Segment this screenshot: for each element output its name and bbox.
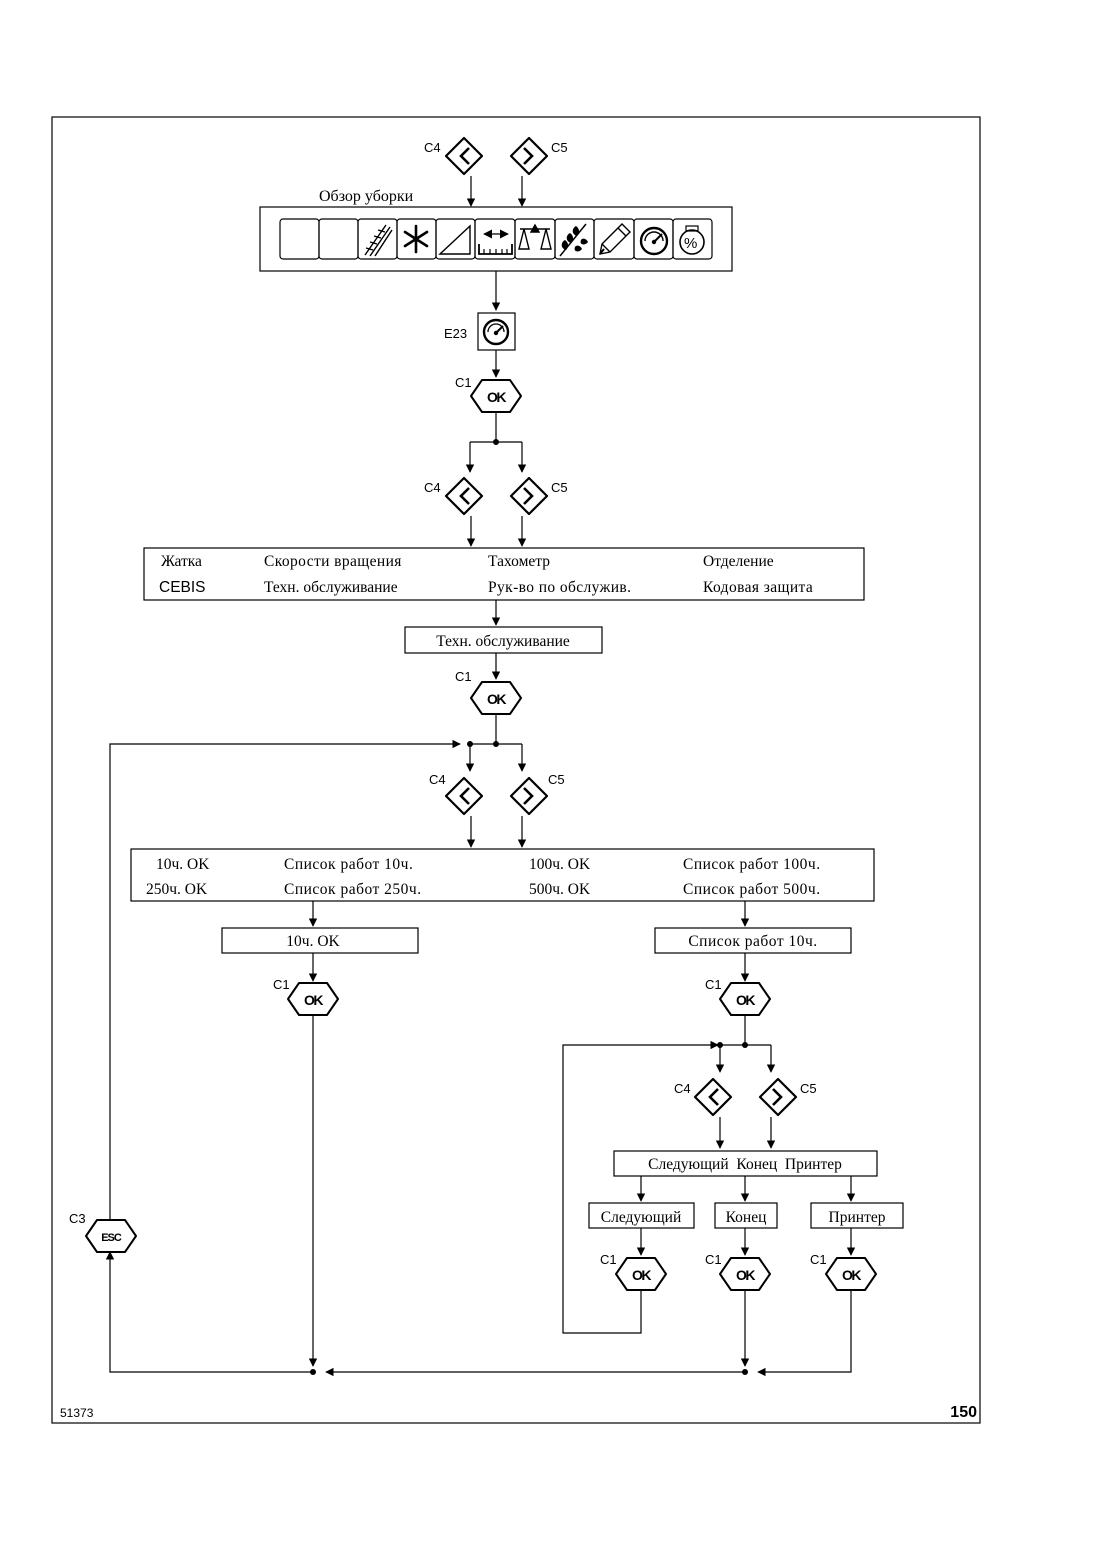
key-code-c1-left: C1: [273, 977, 290, 992]
selected-list-10h-box: [654, 927, 852, 954]
menu-item-tachometer: Тахометр: [488, 553, 550, 570]
ok-key-right: OK: [719, 982, 771, 1016]
key-code-c1-2: C1: [455, 669, 472, 684]
selected-10h-ok-label: 10ч. OK: [286, 933, 340, 950]
maint-250h-ok: 250ч. OK: [146, 881, 208, 898]
key-code-c5-top: C5: [551, 140, 568, 155]
pencil-icon: [599, 223, 631, 255]
menu-item-separation: Отделение: [703, 553, 774, 570]
nav-key-right-3: [509, 776, 549, 816]
ok-key-2: OK: [470, 681, 522, 715]
maint-100h-ok: 100ч. OK: [529, 856, 591, 873]
worklist-options-label: Следующий Конец Принтер: [648, 1156, 842, 1173]
nav-key-right-4: [758, 1077, 798, 1117]
end-label: Конец: [726, 1209, 767, 1226]
rotor-speed-icon: [403, 224, 429, 254]
key-code-c5-4: C5: [800, 1081, 817, 1096]
key-code-c1-right: C1: [705, 977, 722, 992]
svg-text:OK: OK: [842, 1267, 861, 1283]
key-code-c1-printer: C1: [810, 1252, 827, 1267]
header-icon: [364, 224, 393, 257]
icon-cells: [279, 218, 713, 260]
next-label: Следующий: [601, 1209, 682, 1226]
grain-icon: [559, 223, 588, 257]
ok-key-1: OK: [470, 379, 522, 413]
key-code-c5-3: C5: [548, 772, 565, 787]
figure-frame: [51, 116, 981, 1424]
menu-item-speeds: Скорости вращения: [264, 553, 402, 570]
ok-key-printer: OK: [825, 1257, 877, 1291]
maint-list-250h: Список работ 250ч.: [284, 881, 422, 898]
svg-text:OK: OK: [487, 389, 506, 405]
menu-item-header: Жатка: [161, 553, 202, 570]
printer-box: [810, 1202, 904, 1229]
maint-list-500h: Список работ 500ч.: [683, 881, 821, 898]
area-icon: [438, 224, 471, 255]
menu-item-service-guide: Рук-во по обслужив.: [488, 579, 631, 596]
overview-icon-strip: [259, 206, 733, 272]
key-code-c4-2: C4: [424, 480, 441, 495]
end-box: [714, 1202, 778, 1229]
key-code-c1-next: C1: [600, 1252, 617, 1267]
key-code-c1-1: C1: [455, 375, 472, 390]
svg-text:%: %: [684, 235, 697, 252]
menu-item-code-protection: Кодовая защита: [703, 579, 813, 596]
svg-text:OK: OK: [736, 992, 755, 1008]
maint-list-100h: Список работ 100ч.: [683, 856, 821, 873]
nav-key-left-2: [444, 476, 484, 516]
key-code-c5-2: C5: [551, 480, 568, 495]
ok-key-left: OK: [287, 982, 339, 1016]
overview-title: Обзор уборки: [319, 188, 414, 205]
ok-key-end: OK: [719, 1257, 771, 1291]
maint-10h-ok: 10ч. OK: [156, 856, 210, 873]
separation-width-icon: [478, 229, 513, 255]
key-code-c4-top: C4: [424, 140, 441, 155]
nav-key-left-4: [693, 1077, 733, 1117]
svg-text:ESC: ESC: [101, 1232, 122, 1244]
gauge-icon: [639, 226, 669, 256]
svg-text:OK: OK: [632, 1267, 651, 1283]
main-menu-box: [143, 547, 865, 601]
svg-text:OK: OK: [736, 1267, 755, 1283]
nav-key-left-top: [444, 136, 484, 176]
key-code-c3: C3: [69, 1211, 86, 1226]
key-code-c1-end: C1: [705, 1252, 722, 1267]
ok-key-next: OK: [615, 1257, 667, 1291]
maintenance-list-box: [130, 848, 875, 902]
key-code-c4-4: C4: [674, 1081, 691, 1096]
selected-maintenance-box: [404, 626, 603, 654]
nav-key-left-3: [444, 776, 484, 816]
maint-list-10h: Список работ 10ч.: [284, 856, 413, 873]
key-code-c4-3: C4: [429, 772, 446, 787]
nav-key-right-top: [509, 136, 549, 176]
esc-key: ESC: [85, 1219, 137, 1253]
printer-label: Принтер: [829, 1209, 886, 1226]
scale-icon: [518, 223, 552, 250]
selected-maintenance-label: Техн. обслуживание: [436, 633, 570, 650]
menu-item-maintenance: Техн. обслуживание: [264, 579, 398, 596]
maint-500h-ok: 500ч. OK: [529, 881, 591, 898]
selected-list-10h-label: Список работ 10ч.: [688, 933, 817, 950]
figure-id: 51373: [60, 1406, 94, 1420]
gauge-icon-selected: [482, 318, 510, 346]
percent-counter-icon: %: [679, 225, 705, 255]
svg-text:OK: OK: [304, 992, 323, 1008]
page-number: 150: [950, 1404, 977, 1421]
selected-10h-ok-box: [221, 927, 419, 954]
key-code-e23: E23: [444, 326, 467, 341]
menu-item-cebis: CEBIS: [159, 579, 206, 596]
svg-text:OK: OK: [487, 691, 506, 707]
nav-key-right-2: [509, 476, 549, 516]
